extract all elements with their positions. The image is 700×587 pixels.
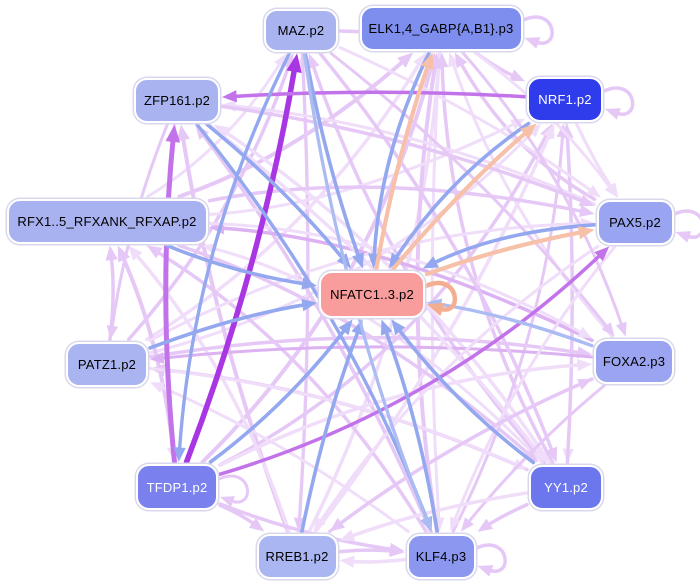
- node-label: NRF1.p2: [538, 91, 592, 107]
- edge-maz-yy1: [318, 51, 558, 463]
- edge-yy1-nfatc: [391, 319, 536, 465]
- node-label: RFX1..5_RFXANK_RFXAP.p2: [17, 213, 197, 229]
- edge-patz1-nrf1: [148, 123, 542, 355]
- edge-tfdp1-rreb1: [218, 503, 265, 532]
- edge-maz-tfdp1: [173, 51, 291, 462]
- edge-nfatc-elk: [374, 52, 434, 271]
- edge-nfatc-nrf1: [391, 123, 537, 271]
- node-MAZ.p2[interactable]: MAZ.p2: [264, 8, 338, 52]
- node-label: MAZ.p2: [277, 22, 325, 38]
- node-YY1.p2[interactable]: YY1.p2: [529, 464, 603, 510]
- edge-rfx-elk: [177, 52, 414, 199]
- edge-foxa2-patz1: [150, 345, 594, 364]
- edge-tfdp1-foxa2: [218, 358, 592, 468]
- node-label: FOXA2.p3: [602, 353, 666, 369]
- edge-tfdp1-tfdp1: [217, 474, 250, 507]
- node-KLF4.p3[interactable]: KLF4.p3: [406, 533, 476, 579]
- edge-maz-pax5: [338, 46, 601, 198]
- edge-patz1-nfatc: [148, 298, 317, 350]
- edge-klf4-klf4: [474, 543, 507, 577]
- edge-elk-pax5: [473, 51, 618, 198]
- edge-nfatc-nfatc: [423, 281, 458, 317]
- edge-foxa2-rreb1: [329, 377, 594, 532]
- node-label: TFDP1.p2: [146, 479, 208, 495]
- edge-zfp161-pax5: [220, 104, 595, 207]
- node-ZFP161.p2[interactable]: ZFP161.p2: [134, 77, 220, 123]
- node-NRF1.p2[interactable]: NRF1.p2: [527, 76, 603, 122]
- node-label: KLF4.p3: [415, 548, 467, 564]
- node-NFATC1..3.p2[interactable]: NFATC1..3.p2: [319, 270, 425, 318]
- node-label: PATZ1.p2: [77, 356, 137, 372]
- edge-tfdp1-klf4: [218, 502, 405, 556]
- edge-rreb1-rfx: [128, 245, 291, 534]
- edge-maz-foxa2: [329, 52, 615, 337]
- node-label: NFATC1..3.p2: [330, 286, 414, 302]
- edge-yy1-klf4: [477, 502, 529, 532]
- edge-pax5-rreb1: [313, 245, 600, 532]
- node-label: PAX5.p2: [609, 214, 661, 230]
- edge-nfatc-pax5: [424, 226, 595, 277]
- node-ELK1,4_GABP{A,B1}.p3[interactable]: ELK1,4_GABP{A,B1}.p3: [359, 5, 523, 51]
- edge-klf4-rreb1: [339, 555, 407, 568]
- edge-pax5-pax5: [672, 209, 700, 243]
- edge-tfdp1-maz: [183, 53, 302, 465]
- node-label: RREB1.p2: [265, 548, 329, 564]
- edge-klf4-patz1: [150, 382, 410, 533]
- node-PATZ1.p2[interactable]: PATZ1.p2: [66, 341, 148, 387]
- node-FOXA2.p3[interactable]: FOXA2.p3: [594, 338, 674, 384]
- node-RREB1.p2[interactable]: RREB1.p2: [256, 533, 338, 579]
- edge-klf4-nfatc: [380, 319, 439, 534]
- edge-elk-foxa2: [461, 51, 627, 337]
- edge-tfdp1-zfp161: [163, 124, 181, 465]
- edge-nrf1-nfatc: [388, 121, 531, 269]
- edge-pax5-klf4: [449, 245, 617, 532]
- node-label: YY1.p2: [544, 479, 588, 495]
- node-label: ZFP161.p2: [143, 92, 211, 108]
- edge-tfdp1-nfatc: [208, 319, 353, 464]
- node-TFDP1.p2[interactable]: TFDP1.p2: [136, 464, 218, 510]
- edge-pax5-nfatc: [422, 223, 597, 269]
- node-PAX5.p2[interactable]: PAX5.p2: [596, 199, 674, 245]
- node-RFX1..5_RFXANK_RFXAP.p2[interactable]: RFX1..5_RFXANK_RFXAP.p2: [6, 198, 208, 244]
- edge-tfdp1-pax5: [218, 246, 610, 476]
- edge-elk-elk: [521, 15, 554, 49]
- edge-foxa2-klf4: [460, 384, 606, 532]
- edge-maz-nfatc: [303, 51, 364, 269]
- node-label: ELK1,4_GABP{A,B1}.p3: [368, 20, 514, 36]
- edge-nrf1-nrf1: [602, 86, 635, 120]
